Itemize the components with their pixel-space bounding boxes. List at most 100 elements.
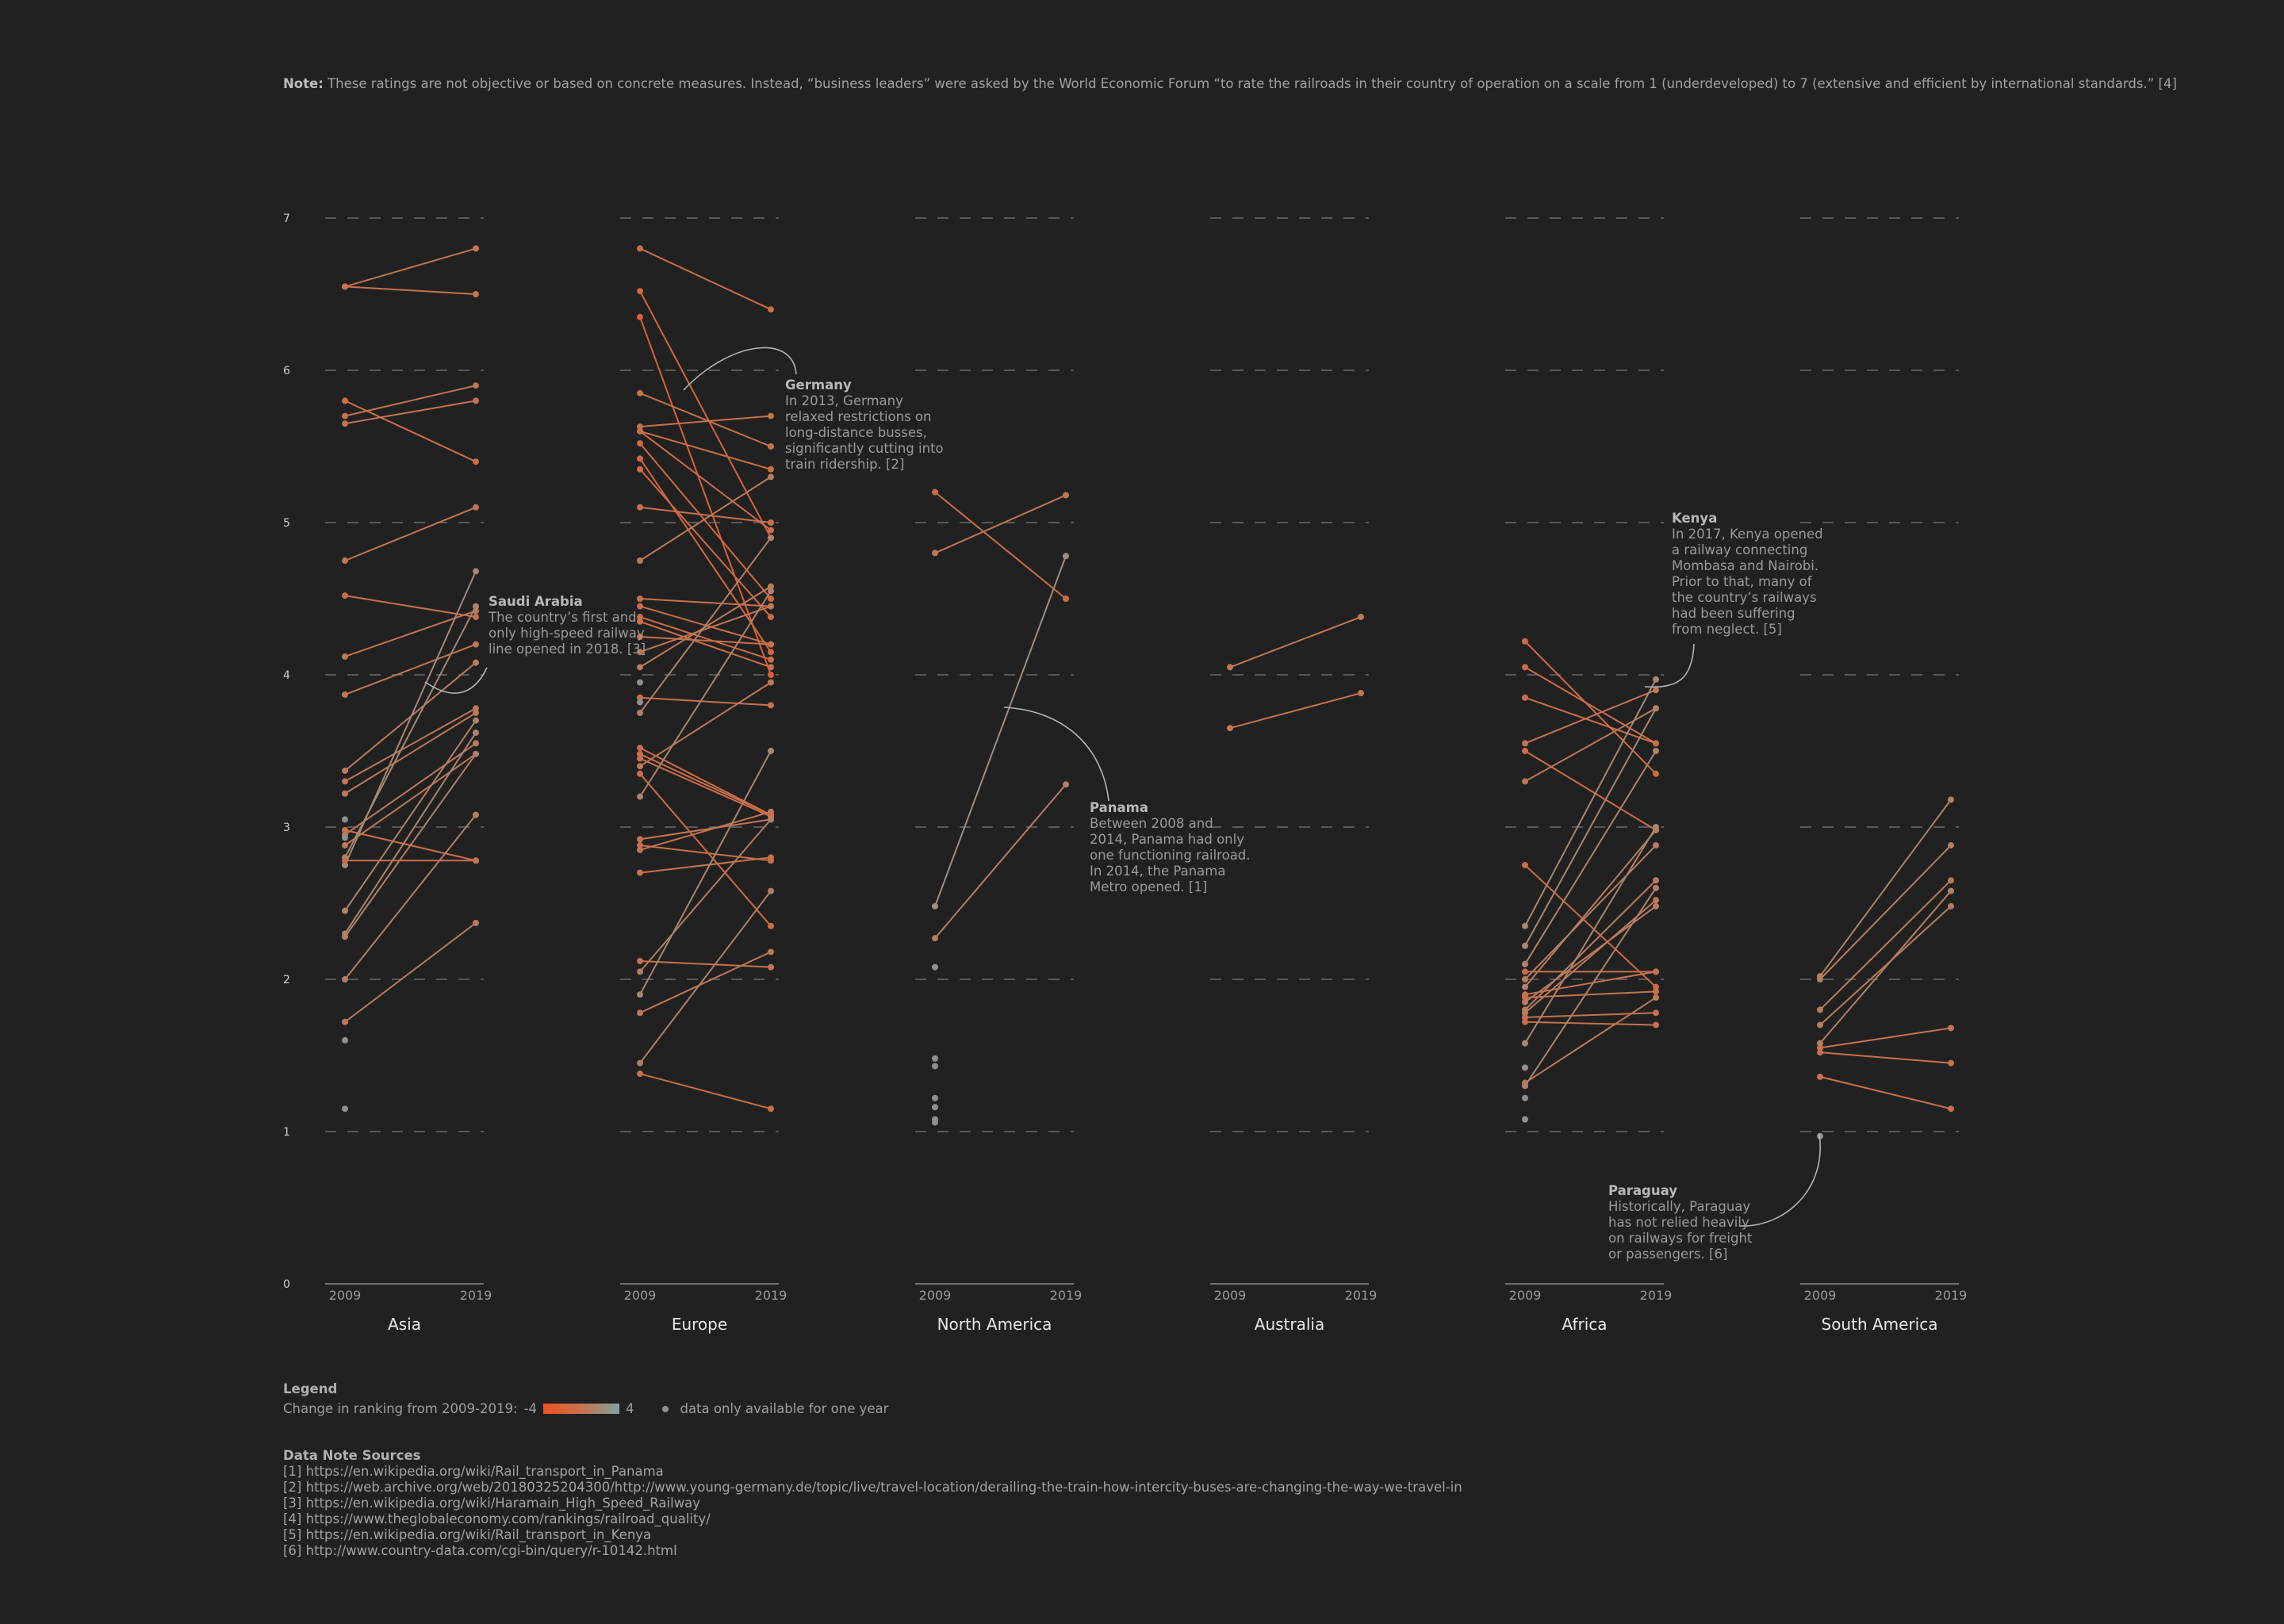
legend: Legend Change in ranking from 2009-2019:… <box>283 1381 888 1416</box>
data-point-2019 <box>1948 902 1954 910</box>
data-point-2009 <box>932 935 938 942</box>
slope-line <box>639 856 772 874</box>
data-point-2019 <box>473 710 479 716</box>
slope-line <box>1229 616 1362 668</box>
slope-line <box>344 732 477 934</box>
annotation-text: line opened in 2018. [3] <box>489 642 646 657</box>
x-tick-label: 2009 <box>1804 1288 1837 1303</box>
data-point-2019 <box>768 588 774 595</box>
data-point-2019 <box>768 649 774 656</box>
slope-line <box>1524 829 1657 988</box>
annotation-text: has not relied heavily <box>1608 1215 1749 1230</box>
slope-line <box>1524 696 1657 745</box>
data-point-2009 <box>637 423 643 431</box>
data-point-2009 <box>1522 983 1528 990</box>
annotation-text: one functioning railroad. <box>1090 848 1251 863</box>
slope-line <box>344 922 477 1023</box>
data-point-2009 <box>932 488 938 496</box>
x-tick-label: 2009 <box>919 1288 952 1303</box>
single-year-point <box>637 679 643 686</box>
data-point-2019 <box>768 603 774 610</box>
data-point-2009 <box>637 389 643 396</box>
data-point-2009 <box>637 842 643 849</box>
data-point-2009 <box>637 618 643 625</box>
data-point-2019 <box>473 568 479 575</box>
data-point-2009 <box>637 614 643 621</box>
x-tick-label: 2019 <box>1345 1288 1378 1303</box>
data-point-2009 <box>637 603 643 610</box>
slope-line <box>1819 799 1952 977</box>
annotation-text: Prior to that, many of <box>1672 574 1813 589</box>
data-point-2019 <box>768 527 774 534</box>
data-point-2019 <box>473 245 479 252</box>
single-year-point <box>932 1104 938 1111</box>
data-point-2009 <box>637 694 643 701</box>
annotation-text: a railway connecting <box>1672 542 1807 557</box>
data-point-2009 <box>1817 1073 1823 1080</box>
annotation-title: Kenya <box>1672 511 1717 526</box>
single-year-point <box>1522 1064 1528 1071</box>
slope-line <box>639 951 772 1014</box>
slope-line <box>344 571 477 866</box>
data-point-2009 <box>637 313 643 320</box>
slope-line <box>639 818 772 841</box>
legend-min-label: -4 <box>523 1401 537 1416</box>
annotation-text: on railways for freight <box>1608 1231 1753 1246</box>
slope-line <box>1524 1021 1657 1026</box>
data-point-2019 <box>768 583 774 590</box>
x-tick-label: 2019 <box>755 1288 788 1303</box>
slope-line <box>1819 1075 1952 1110</box>
data-point-2019 <box>473 705 479 712</box>
single-year-point <box>1522 1116 1528 1123</box>
data-point-2019 <box>473 750 479 757</box>
data-point-2019 <box>768 614 774 621</box>
slope-line <box>639 247 772 311</box>
data-point-2009 <box>637 770 643 777</box>
data-point-2009 <box>1522 1018 1528 1025</box>
chart-note: Note: These ratings are not objective or… <box>283 76 2177 91</box>
panel-title: Asia <box>388 1315 421 1334</box>
data-point-2009 <box>342 976 348 982</box>
data-point-2009 <box>342 691 348 698</box>
slope-line <box>639 696 772 707</box>
slope-line <box>344 720 477 912</box>
data-point-2019 <box>768 519 774 526</box>
y-tick-label: 6 <box>283 365 290 377</box>
data-point-2019 <box>473 857 479 864</box>
x-tick-label: 2019 <box>1640 1288 1673 1303</box>
data-point-2009 <box>1522 862 1528 868</box>
data-point-2009 <box>1522 976 1528 982</box>
data-point-2019 <box>768 702 774 709</box>
source-item: [1] https://en.wikipedia.org/wiki/Rail_t… <box>283 1464 664 1479</box>
data-point-2019 <box>1358 614 1364 621</box>
data-point-2009 <box>342 397 348 404</box>
data-point-2009 <box>1817 1021 1823 1028</box>
data-point-2019 <box>1063 596 1069 602</box>
data-point-2019 <box>768 1105 774 1113</box>
slope-line <box>639 757 772 818</box>
single-year-point <box>932 1063 938 1070</box>
data-point-2009 <box>342 907 348 914</box>
annotation-leader <box>1644 643 1695 688</box>
slope-line <box>1524 899 1657 1013</box>
slope-line <box>639 891 772 1064</box>
data-point-2009 <box>932 550 938 557</box>
slope-line <box>639 415 772 428</box>
data-point-2009 <box>637 245 643 252</box>
y-tick-label: 4 <box>283 669 290 682</box>
annotation-text: from neglect. [5] <box>1672 622 1782 637</box>
legend-title: Legend <box>283 1381 338 1396</box>
data-point-2019 <box>1063 781 1069 788</box>
data-point-2019 <box>768 473 774 481</box>
data-point-2019 <box>768 816 774 823</box>
source-item: [4] https://www.theglobaleconomy.com/ran… <box>283 1511 711 1526</box>
data-point-2009 <box>932 902 938 910</box>
data-point-2019 <box>473 504 479 511</box>
data-point-2009 <box>1817 1006 1823 1013</box>
